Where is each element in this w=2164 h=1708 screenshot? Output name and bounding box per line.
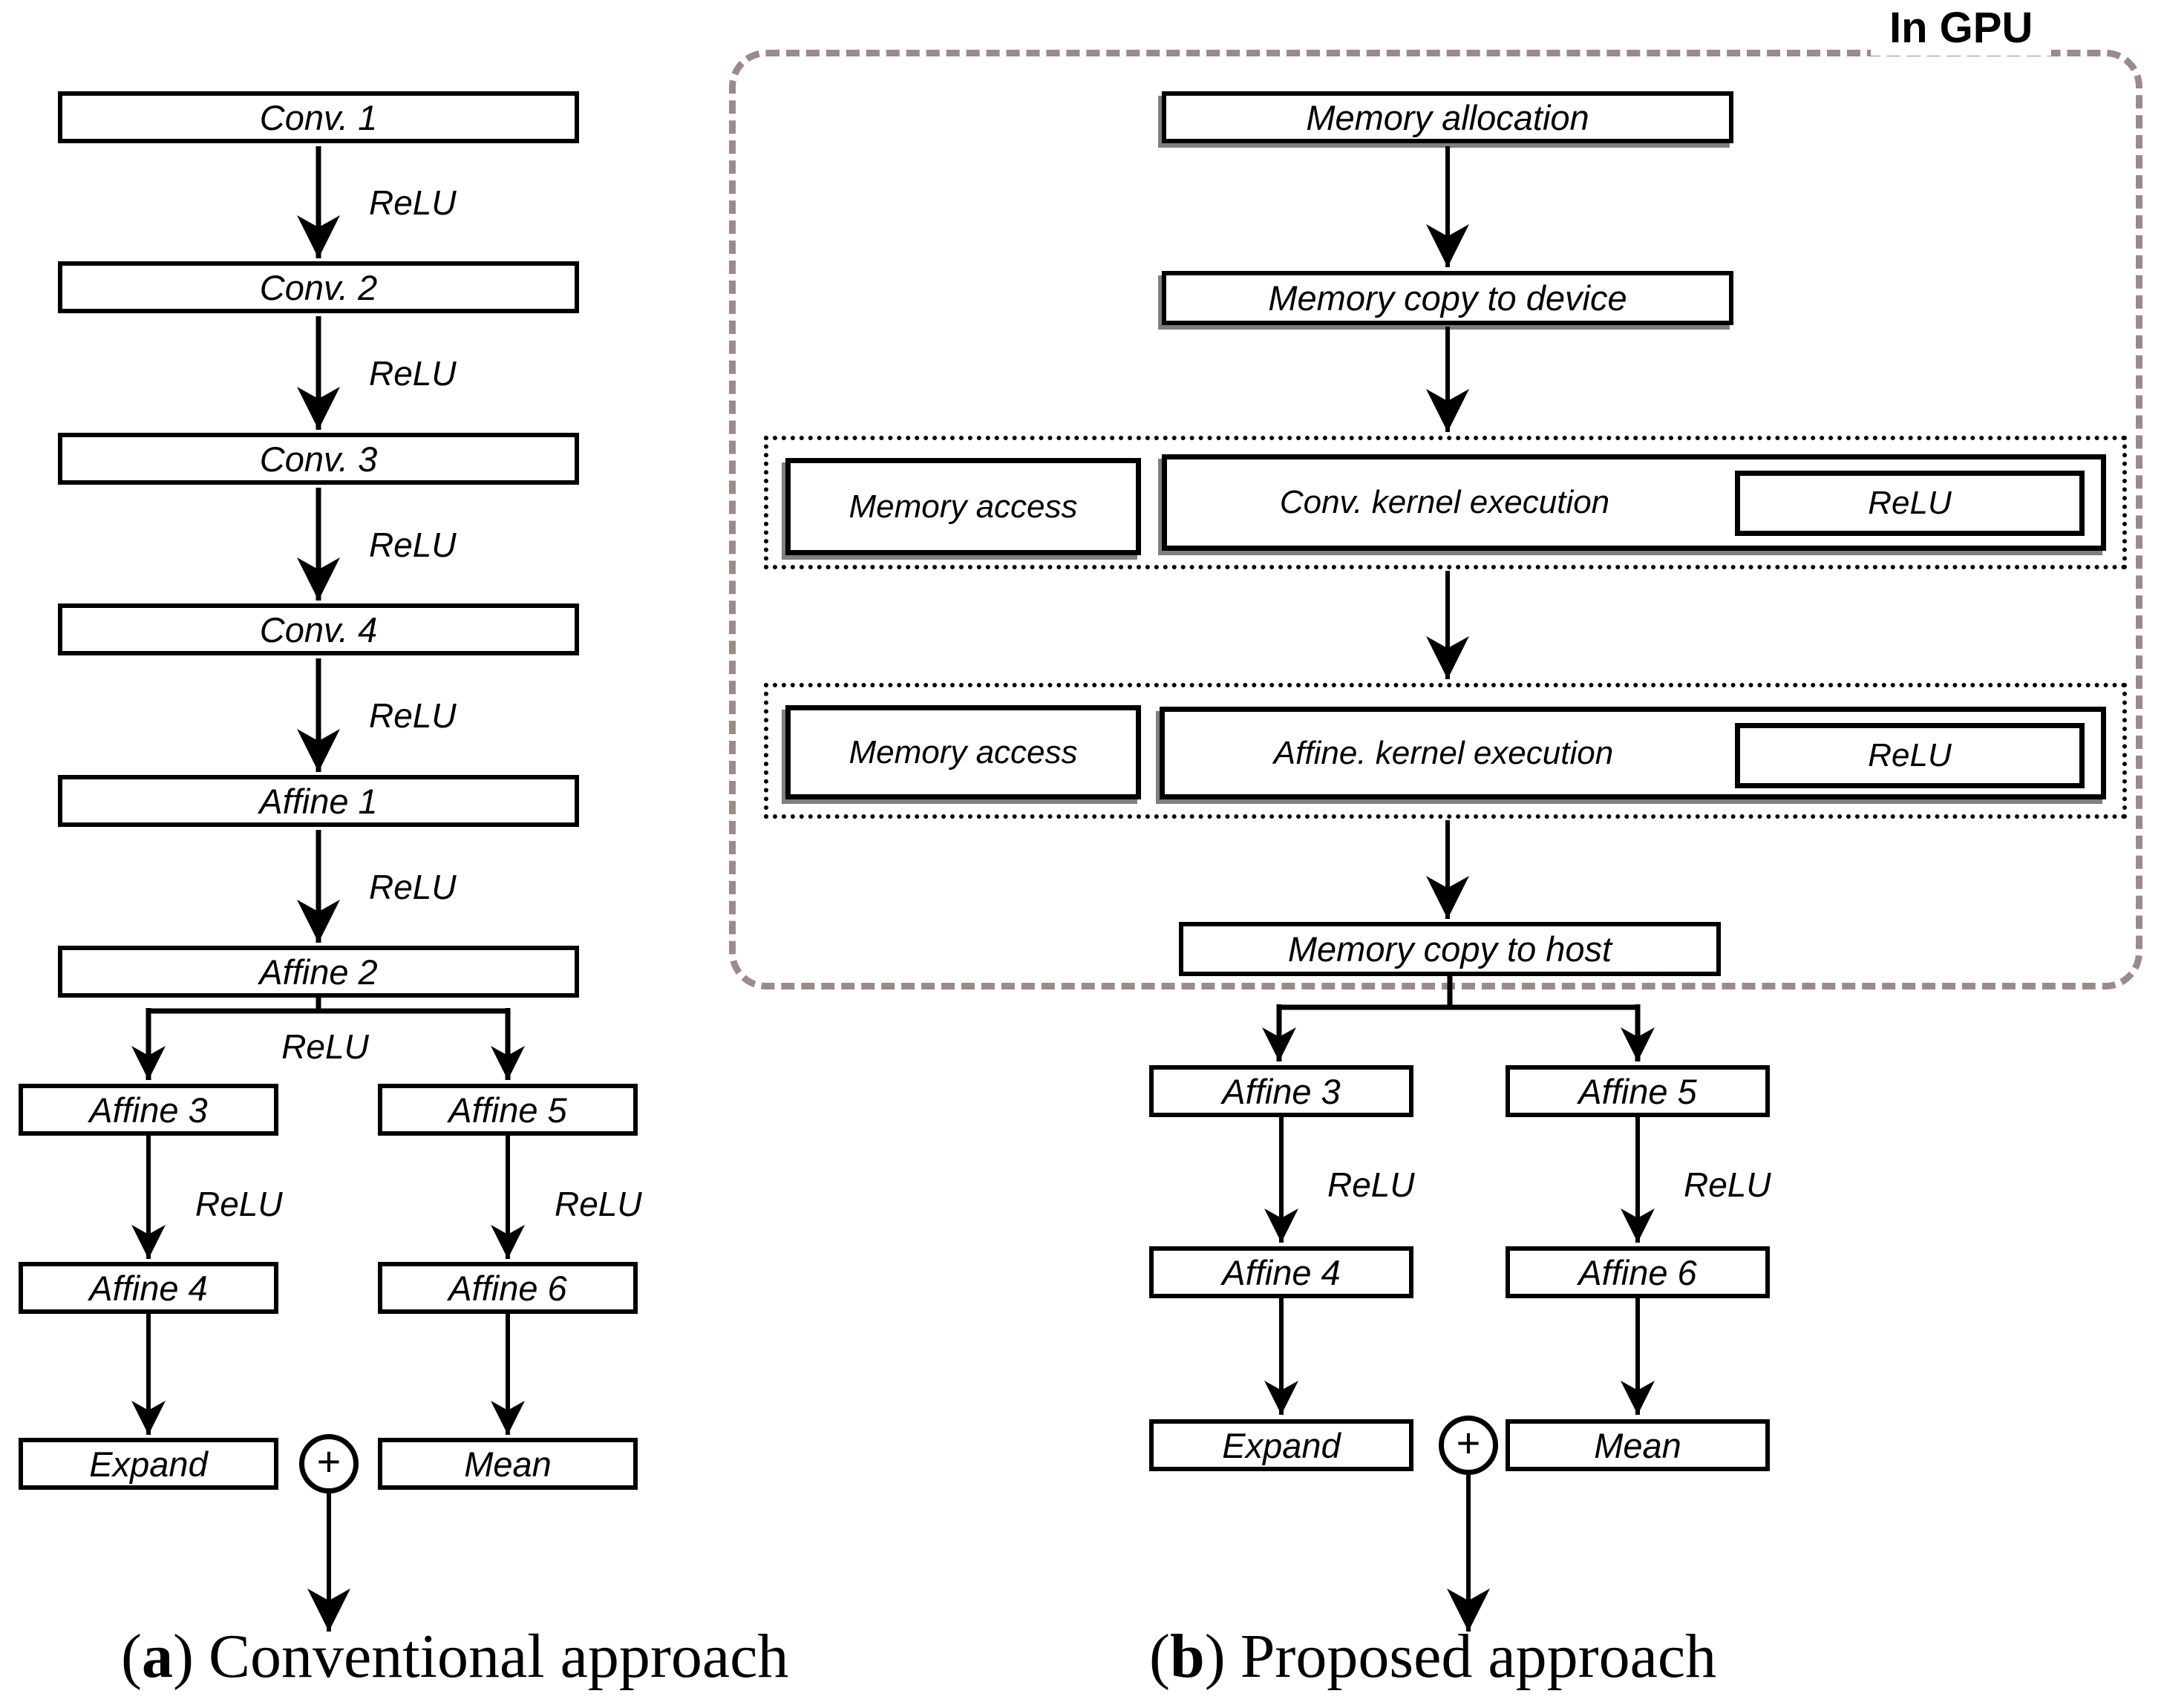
box-affine-5-b: Affine 5 [1506,1065,1770,1117]
box-affine-4-b: Affine 4 [1149,1246,1413,1298]
box-relu-inline-1: ReLU [1735,471,2085,536]
caption-b-letter: b [1169,1622,1205,1691]
box-memory-access-1: Memory access [785,458,1141,555]
sum-node-a: + [299,1434,359,1493]
relu-label: ReLU [369,696,457,735]
relu-label: ReLU [1327,1165,1415,1204]
box-affine-6-a: Affine 6 [378,1262,638,1314]
box-mean-b: Mean [1506,1419,1770,1471]
caption-b: (b)Proposed approach [1149,1626,1716,1688]
caption-a-letter: a [141,1622,173,1691]
box-conv-1: Conv. 1 [58,91,579,143]
relu-label: ReLU [369,183,457,222]
box-expand-a: Expand [19,1438,278,1490]
caption-b-close: ) [1204,1622,1226,1691]
caption-b-open: ( [1149,1622,1170,1691]
box-relu-inline-2: ReLU [1735,723,2085,788]
sum-node-b: + [1439,1416,1498,1475]
split-line-a [146,998,510,1014]
relu-label: ReLU [281,1027,369,1066]
kernel-row-affine-dotted-box [764,683,2127,819]
caption-a-close: ) [172,1622,194,1691]
box-memory-access-2: Memory access [785,705,1141,799]
box-memory-copy-host: Memory copy to host [1179,922,1721,976]
relu-label: ReLU [1684,1165,1771,1204]
box-conv-4: Conv. 4 [58,603,579,655]
box-affine-5-a: Affine 5 [378,1084,638,1136]
relu-label: ReLU [369,526,457,564]
box-affine-2: Affine 2 [58,946,579,998]
relu-label: ReLU [369,354,457,393]
box-affine-3-b: Affine 3 [1149,1065,1413,1117]
caption-a: (a)Conventional approach [121,1626,788,1688]
relu-label: ReLU [195,1185,283,1223]
box-affine-6-b: Affine 6 [1506,1246,1770,1298]
box-affine-1: Affine 1 [58,775,579,827]
box-memory-copy-device: Memory copy to device [1162,271,1733,325]
kernel-row-conv-dotted-box [764,436,2127,569]
box-affine-4-a: Affine 4 [19,1262,278,1314]
box-conv-2: Conv. 2 [58,261,579,313]
caption-b-text: Proposed approach [1240,1622,1717,1691]
box-mean-a: Mean [378,1438,638,1490]
caption-a-open: ( [121,1622,142,1691]
box-affine-3-a: Affine 3 [19,1084,278,1136]
caption-a-text: Conventional approach [208,1622,789,1691]
box-conv-3: Conv. 3 [58,433,579,485]
box-expand-b: Expand [1149,1419,1413,1471]
box-memory-allocation: Memory allocation [1162,91,1733,143]
relu-label: ReLU [369,868,457,906]
relu-label: ReLU [555,1185,642,1223]
gpu-region-label: In GPU [1871,1,2052,56]
